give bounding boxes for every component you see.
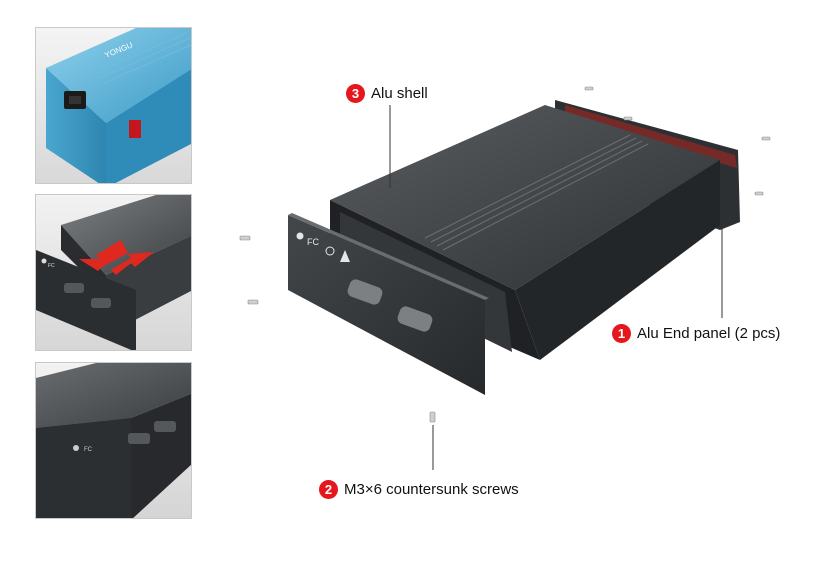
fc-mark-icon: FC bbox=[84, 447, 93, 453]
slide-arrows bbox=[79, 240, 154, 275]
db9-connector-icon bbox=[347, 279, 433, 332]
recycle-icon bbox=[296, 232, 304, 240]
screws bbox=[239, 86, 771, 423]
thumbnail-slide-assembly[interactable]: FC bbox=[35, 194, 192, 351]
callout-leader-lines bbox=[389, 105, 723, 470]
recycle-icon bbox=[73, 445, 79, 451]
thumbnail-blue-enclosure[interactable]: YONGU bbox=[35, 27, 192, 184]
callout-number-badge: 2 bbox=[319, 480, 338, 499]
svg-text:FC: FC bbox=[48, 263, 55, 269]
thumbnail-assembled-enclosure[interactable]: FC bbox=[35, 362, 192, 519]
callout-number-badge: 3 bbox=[346, 84, 365, 103]
callout-label: Alu End panel (2 pcs) bbox=[637, 325, 781, 342]
callout-alu-shell: 3 Alu shell bbox=[346, 84, 428, 103]
weee-bin-icon bbox=[340, 250, 350, 262]
callout-number-badge: 1 bbox=[612, 324, 631, 343]
power-socket-icon bbox=[64, 91, 86, 109]
power-switch-icon bbox=[129, 120, 141, 138]
ce-mark-icon bbox=[325, 246, 335, 256]
front-end-panel: FC bbox=[288, 213, 489, 395]
db9-connector-icon bbox=[64, 283, 111, 308]
fc-mark-icon: FC bbox=[307, 237, 319, 247]
db9-connector-icon bbox=[128, 421, 176, 444]
callout-label: M3×6 countersunk screws bbox=[344, 481, 519, 498]
callout-alu-end-panel: 1 Alu End panel (2 pcs) bbox=[612, 324, 780, 343]
callout-label: Alu shell bbox=[371, 85, 428, 102]
callout-screws: 2 M3×6 countersunk screws bbox=[319, 480, 519, 499]
